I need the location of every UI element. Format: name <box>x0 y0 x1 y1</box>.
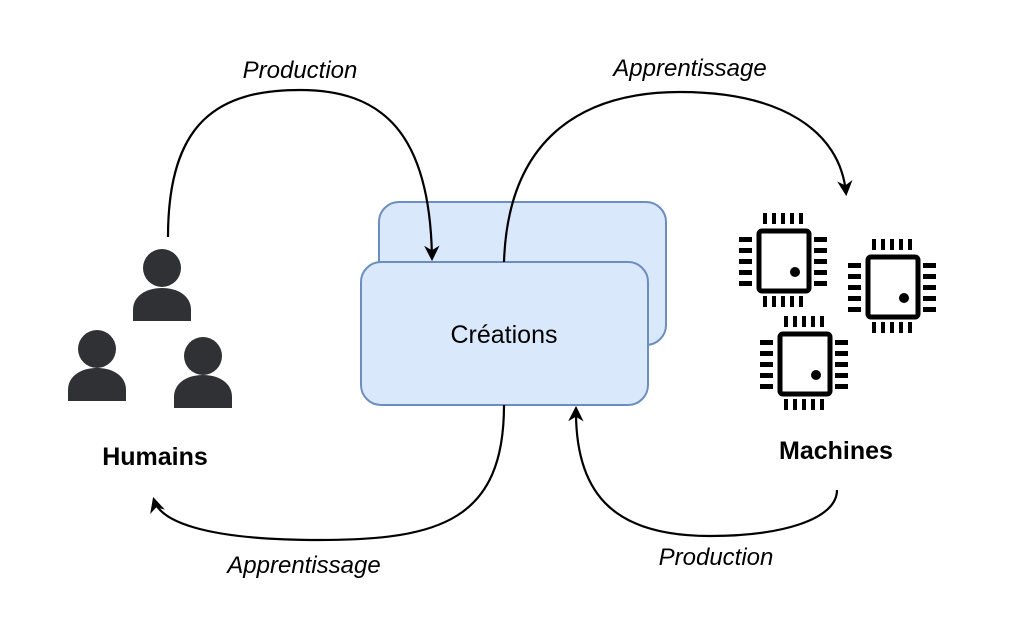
person-icon <box>174 337 232 408</box>
humans-node[interactable]: Humains <box>68 249 232 471</box>
machines-label: Machines <box>779 437 893 465</box>
person-icon <box>133 249 191 321</box>
edge-label-production-bottom: Production <box>659 544 774 571</box>
edge-creations-to-machines <box>502 90 853 263</box>
humans-label: Humains <box>102 443 208 471</box>
chip-icon <box>760 316 848 410</box>
edge-label-apprentissage-top: Apprentissage <box>611 55 766 82</box>
creations-label: Créations <box>451 321 558 349</box>
edge-machines-to-creations <box>568 405 839 538</box>
creations-node[interactable]: Créations <box>360 201 667 406</box>
edge-label-production-top: Production <box>243 57 358 84</box>
edge-humans-to-creations <box>166 88 440 262</box>
edge-creations-to-humans <box>150 404 506 542</box>
person-icon <box>68 330 126 401</box>
machines-node[interactable]: Machines <box>739 213 936 465</box>
edge-label-apprentissage-bottom: Apprentissage <box>225 552 380 579</box>
chip-icon <box>739 213 827 307</box>
chip-icon <box>848 239 936 333</box>
